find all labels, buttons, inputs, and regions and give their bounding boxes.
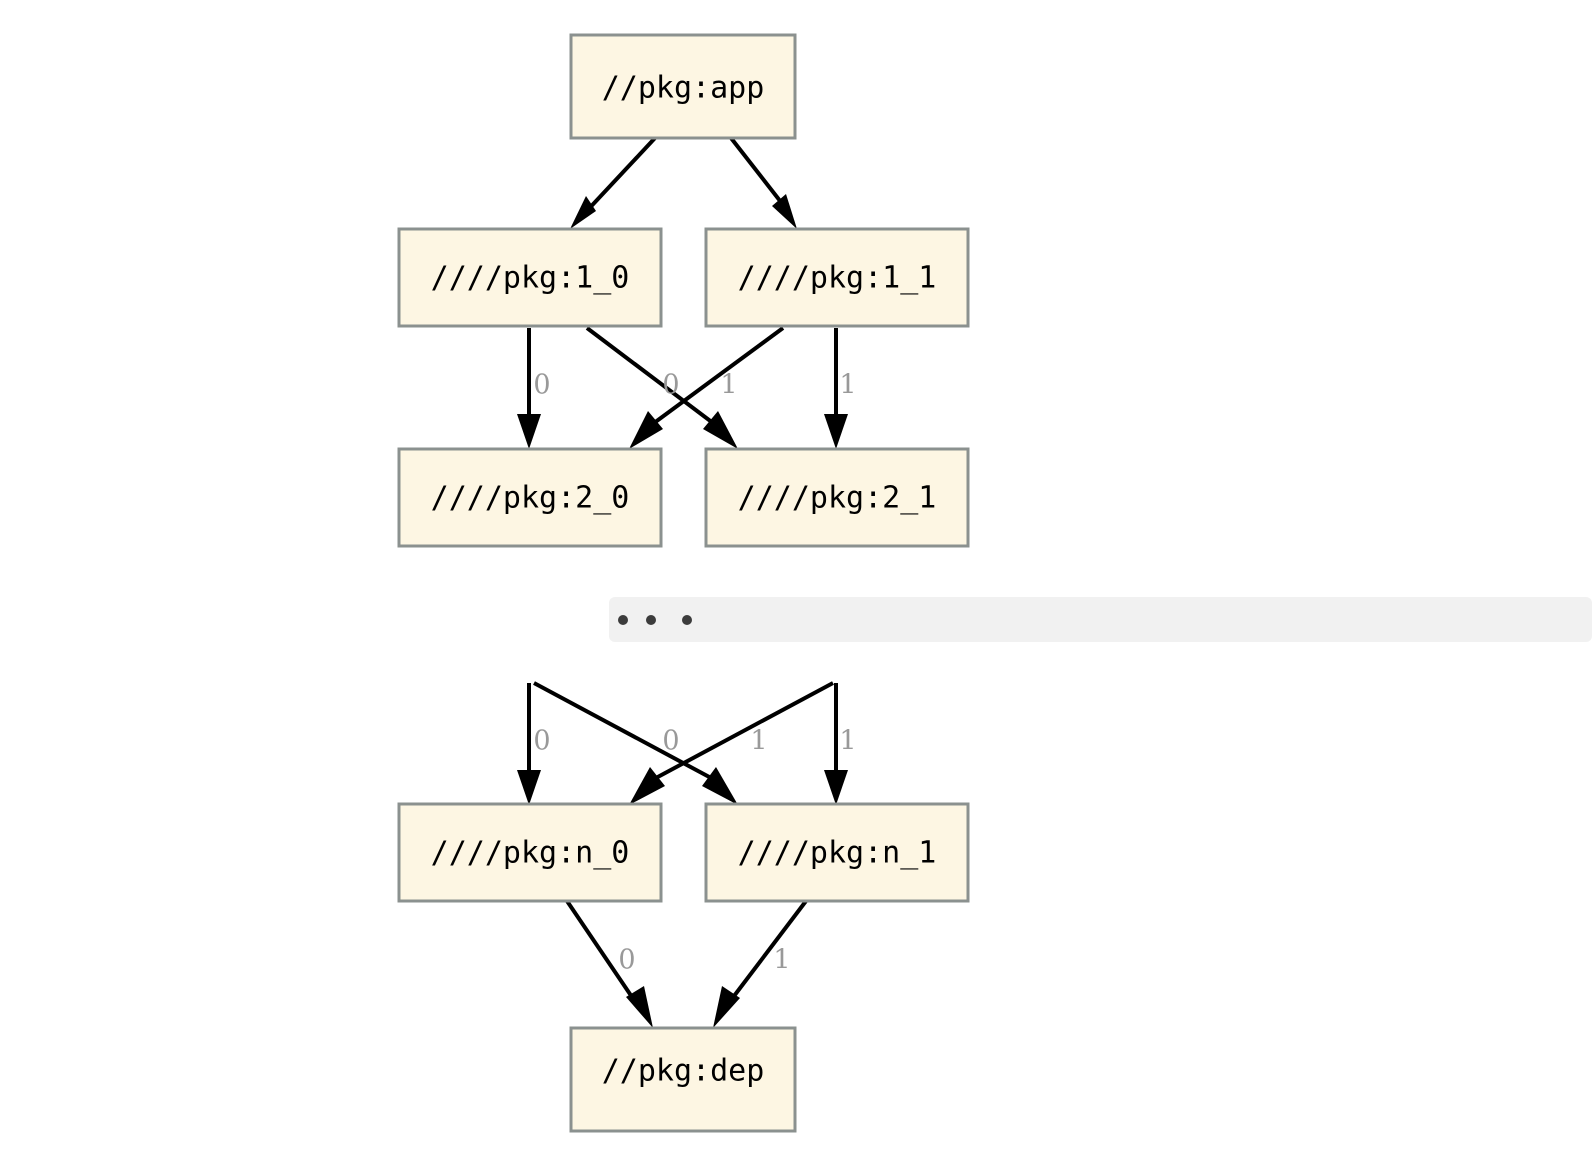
node-pkg-2_1[interactable]: ////pkg:2_1 <box>704 447 970 548</box>
node-label: ////pkg:2_0 <box>431 481 630 516</box>
node-layer: //pkg:app ////pkg:1_0 ////pkg:1_1 ////pk… <box>397 33 970 1133</box>
arrowhead-icon <box>517 770 541 805</box>
edge-line <box>565 899 636 1002</box>
edge-label: 0 <box>533 370 550 401</box>
edge-n_1-to-dep: 1 <box>713 899 808 1028</box>
edge-1_0-to-2_1: 0 <box>585 326 738 449</box>
edge-line <box>653 681 834 781</box>
node-box[interactable] <box>569 33 797 140</box>
node-label: //pkg:app <box>602 71 765 106</box>
edge-1_1-to-2_0: 1 <box>629 326 785 449</box>
edge-line <box>533 681 714 781</box>
ellipsis-dot-icon <box>618 615 628 625</box>
node-box[interactable] <box>704 447 970 548</box>
node-label: ////pkg:n_1 <box>738 836 937 871</box>
ellipsis-band <box>609 597 1592 642</box>
edge-app-to-1_1 <box>729 136 797 229</box>
node-box[interactable] <box>397 447 663 548</box>
edge-label: 0 <box>618 945 635 976</box>
node-label: ////pkg:2_1 <box>738 481 937 516</box>
edge-line <box>585 326 715 425</box>
node-box[interactable] <box>397 802 663 903</box>
edge-above-to-n_1: 0 <box>533 681 738 805</box>
edge-label: 0 <box>662 726 679 757</box>
edge-1_1-to-2_1: 1 <box>824 328 857 449</box>
arrowhead-icon <box>772 194 797 229</box>
edge-above-to-n_0: 0 <box>517 683 551 805</box>
arrowhead-icon <box>626 986 653 1028</box>
node-label: ////pkg:n_0 <box>431 836 630 871</box>
edge-label: 1 <box>750 726 767 757</box>
edge-label: 0 <box>662 370 679 401</box>
edge-label: 1 <box>839 726 856 757</box>
node-box[interactable] <box>397 227 663 328</box>
node-box[interactable] <box>704 227 970 328</box>
edge-above-to-n_1-alt: 1 <box>824 683 857 805</box>
node-box[interactable] <box>704 802 970 903</box>
ellipsis-dot-icon <box>682 615 692 625</box>
arrowhead-icon <box>703 411 738 449</box>
node-label: ////pkg:1_1 <box>738 261 937 296</box>
edge-1_0-to-2_0: 0 <box>517 328 551 449</box>
arrowhead-icon <box>824 770 848 805</box>
node-app[interactable]: //pkg:app <box>569 33 797 140</box>
arrowhead-icon <box>629 411 663 449</box>
node-pkg-1_1[interactable]: ////pkg:1_1 <box>704 227 970 328</box>
edge-label: 1 <box>773 945 790 976</box>
node-label: ////pkg:1_0 <box>431 261 630 296</box>
edge-app-to-1_0 <box>570 136 657 229</box>
edge-line <box>581 136 657 217</box>
edge-n_0-to-dep: 0 <box>565 899 653 1028</box>
edge-line <box>729 136 786 208</box>
node-pkg-n_1[interactable]: ////pkg:n_1 <box>704 802 970 903</box>
edge-label: 1 <box>720 370 737 401</box>
ellipsis-section <box>609 597 1592 642</box>
edge-line <box>652 326 785 425</box>
arrowhead-icon <box>713 986 740 1028</box>
ellipsis-dot-icon <box>646 615 656 625</box>
node-dep[interactable]: //pkg:dep <box>569 1026 797 1133</box>
node-pkg-n_0[interactable]: ////pkg:n_0 <box>397 802 663 903</box>
arrowhead-icon <box>570 196 596 229</box>
node-label: //pkg:dep <box>602 1054 765 1089</box>
arrowhead-icon <box>824 414 848 449</box>
edge-layer: 0 0 1 1 <box>517 136 857 1028</box>
edge-above-to-n_0-alt: 1 <box>629 681 834 805</box>
edge-label: 0 <box>533 726 550 757</box>
arrowhead-icon <box>702 767 738 805</box>
arrowhead-icon <box>629 767 665 805</box>
edge-line <box>729 899 808 1002</box>
node-box[interactable] <box>569 1026 797 1133</box>
node-pkg-1_0[interactable]: ////pkg:1_0 <box>397 227 663 328</box>
node-pkg-2_0[interactable]: ////pkg:2_0 <box>397 447 663 548</box>
edge-label: 1 <box>839 370 856 401</box>
arrowhead-icon <box>517 414 541 449</box>
